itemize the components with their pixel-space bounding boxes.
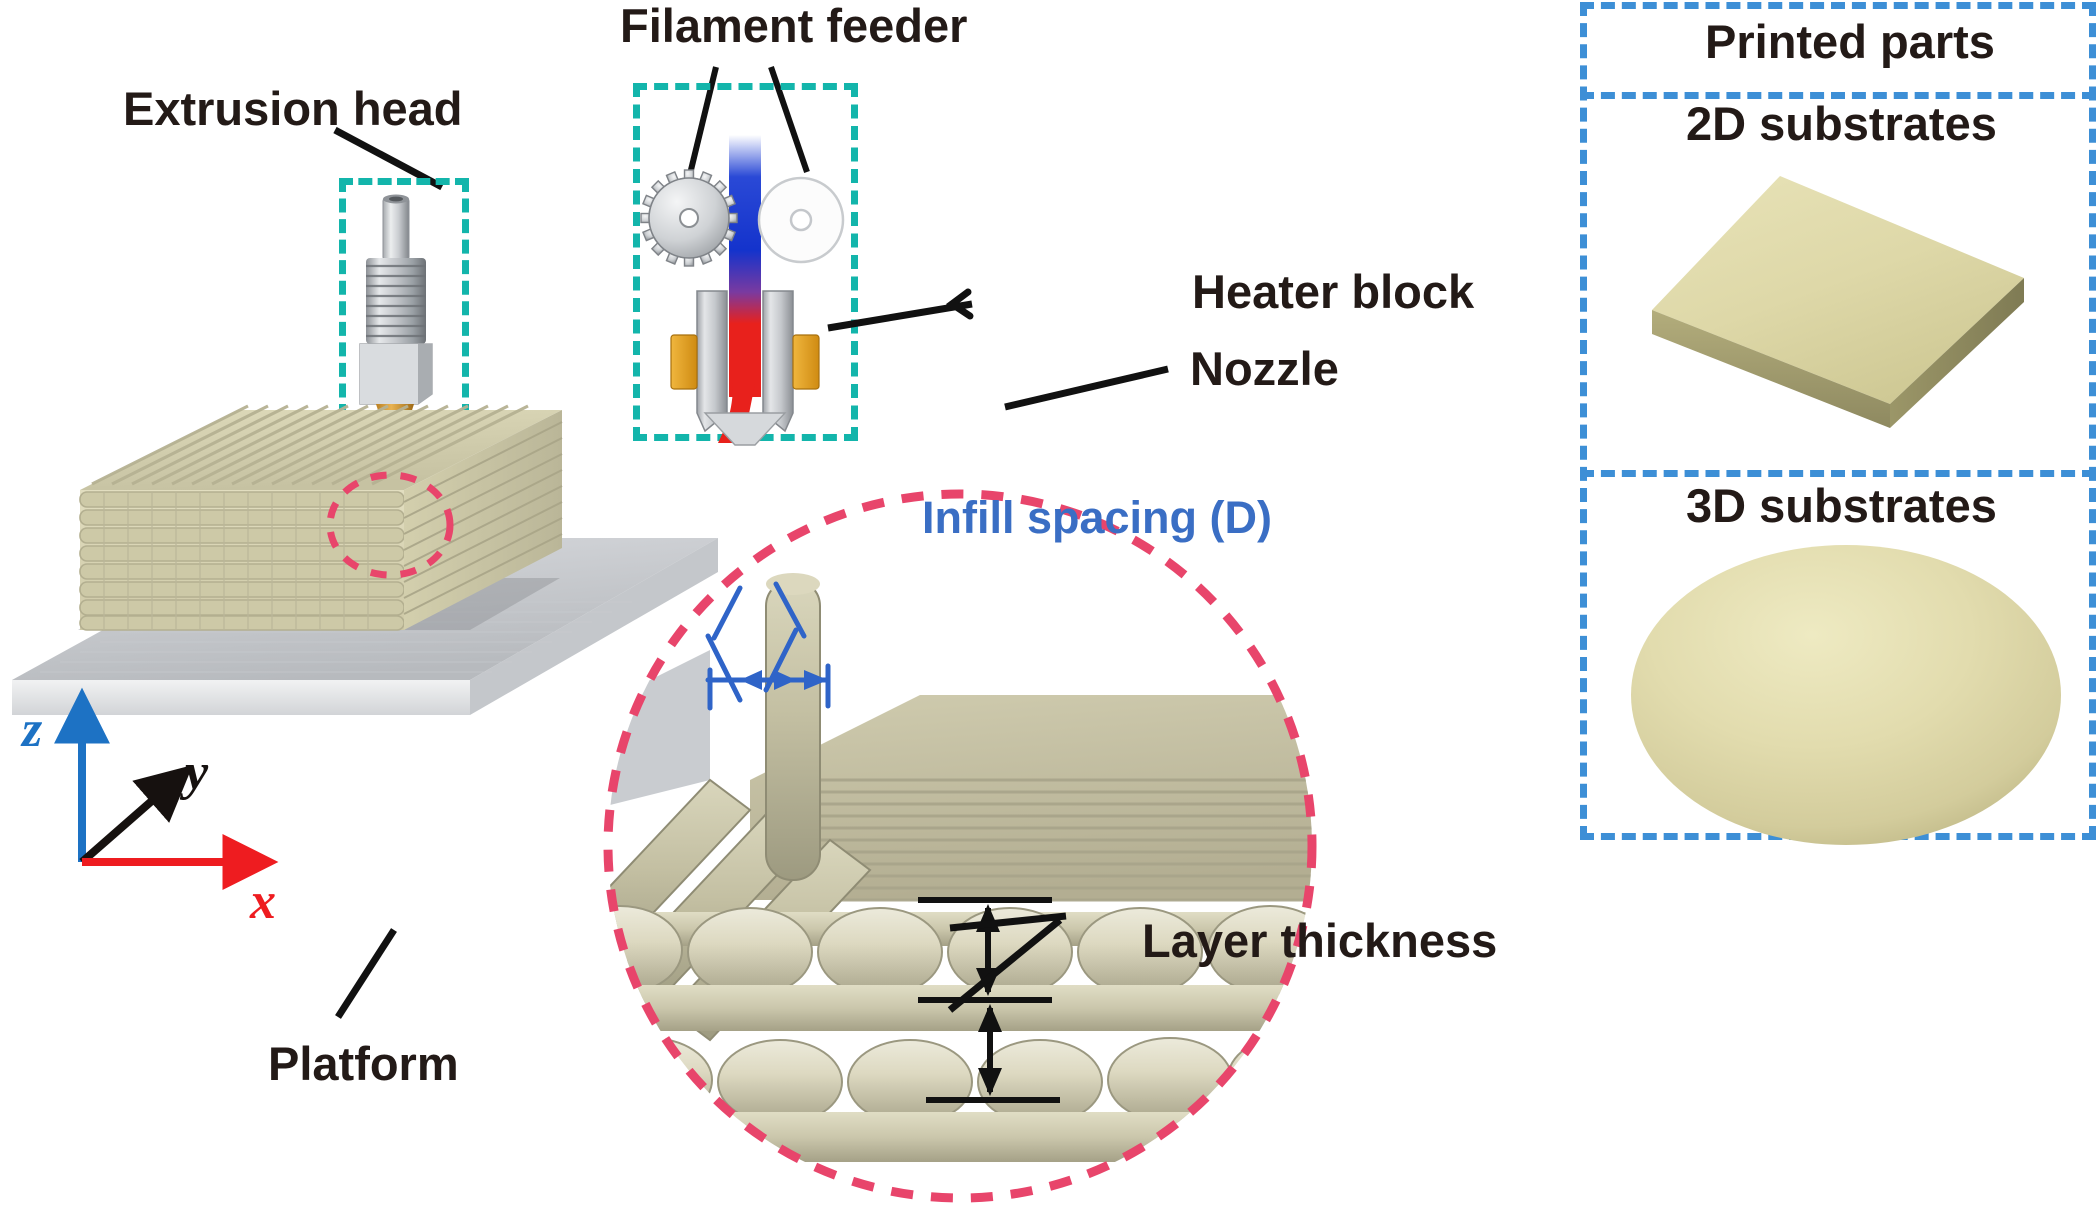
nozzle-label: Nozzle [1190, 342, 1339, 395]
extrusion-head-leader-line [333, 126, 444, 191]
hot-end-cross-section [640, 135, 845, 446]
section-title-2d-substrates: 2D substrates [1686, 97, 1997, 150]
axis-label-z: z [22, 701, 43, 758]
3d-substrate-dome [1631, 545, 2061, 845]
nozzle-leader-line [1004, 365, 1169, 411]
heater-block-label: Heater block [1192, 265, 1475, 318]
section-title-3d-substrates: 3D substrates [1686, 479, 1997, 532]
axis-label-y: y [185, 744, 209, 801]
printed-block-on-platform [12, 404, 718, 715]
platform-leader-line [335, 928, 397, 1019]
substrates-section-divider [1580, 470, 2096, 477]
printed-parts-header-divider [1580, 92, 2096, 99]
platform-label: Platform [268, 1037, 459, 1090]
zoom-source-circle [326, 471, 454, 579]
extrusion-head-label: Extrusion head [123, 82, 463, 135]
printed-parts-header: Printed parts [1705, 15, 1995, 68]
coordinate-axes [54, 687, 279, 890]
magnified-infill-view [603, 489, 1317, 1203]
axis-label-x: x [250, 873, 276, 930]
infill-spacing-label: Infill spacing (D) [922, 492, 1273, 543]
2d-substrate-plate [1652, 176, 2024, 428]
layer-thickness-label: Layer thickness [1142, 914, 1498, 967]
heater-block-leader-line [827, 288, 974, 332]
filament-feeder-label: Filament feeder [620, 0, 968, 52]
